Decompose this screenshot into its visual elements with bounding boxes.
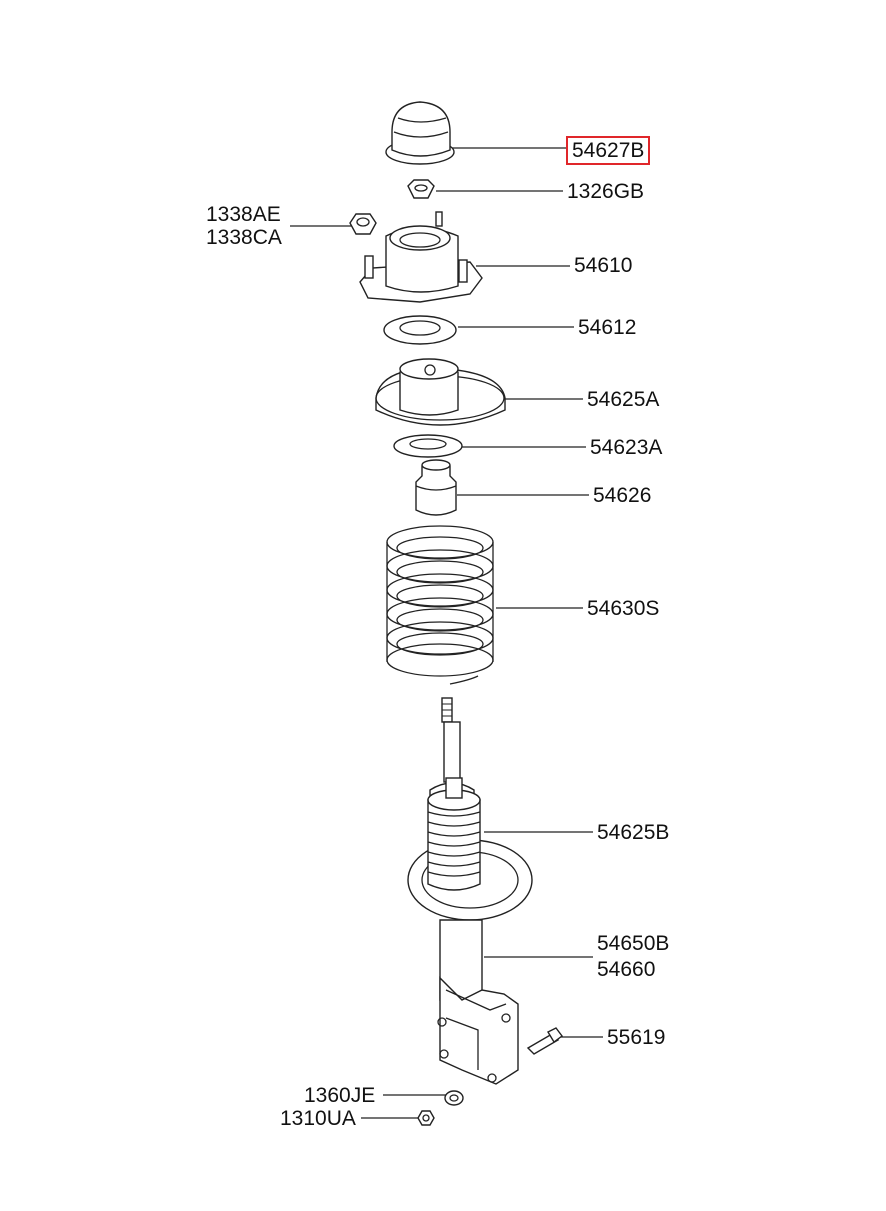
part-1310ua-nut (417, 1110, 435, 1126)
label-1310ua[interactable]: 1310UA (280, 1107, 356, 1130)
part-55619-bolt (526, 1027, 563, 1055)
part-54625a-seat (375, 358, 506, 426)
leader-lines (290, 147, 603, 1119)
label-1338ca[interactable]: 1338CA (206, 226, 282, 249)
label-54625b[interactable]: 54625B (597, 821, 670, 844)
part-54623a-pad (393, 434, 463, 458)
label-54630s[interactable]: 54630S (587, 597, 660, 620)
part-54625b-boot (427, 777, 481, 891)
label-1338ae[interactable]: 1338AE (206, 203, 281, 226)
part-1326gb-nut (407, 179, 435, 199)
label-54660[interactable]: 54660 (597, 958, 656, 981)
label-1360je[interactable]: 1360JE (304, 1084, 376, 1107)
label-54626[interactable]: 54626 (593, 484, 652, 507)
label-55619[interactable]: 55619 (607, 1026, 666, 1049)
part-54626-bumper (415, 459, 457, 516)
label-1326gb[interactable]: 1326GB (567, 180, 645, 203)
part-54630s-spring (386, 525, 494, 685)
part-54627b-cap (385, 101, 455, 165)
label-54623a[interactable]: 54623A (590, 436, 663, 459)
label-54627b[interactable]: 54627B (566, 136, 651, 165)
label-54612[interactable]: 54612 (578, 316, 637, 339)
part-1360je-washer (444, 1090, 464, 1106)
label-54650b[interactable]: 54650B (597, 932, 670, 955)
part-54610-mount (359, 211, 483, 303)
part-54650b-strut (407, 697, 533, 1085)
label-54610[interactable]: 54610 (574, 254, 633, 277)
part-54612-bearing (383, 315, 457, 345)
part-1338ae-nut (349, 213, 377, 235)
label-54625a[interactable]: 54625A (587, 388, 660, 411)
